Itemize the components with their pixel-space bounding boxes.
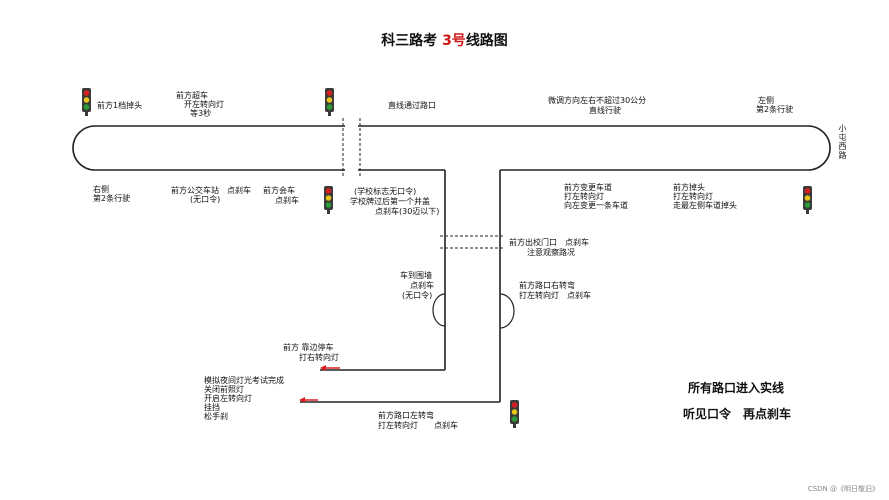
- label-change-lane-signal: 打左转向灯: [564, 192, 604, 201]
- label-uturn-signal: 打左转向灯: [673, 192, 713, 201]
- label-school-sign: (学校标志无口令): [354, 187, 417, 196]
- notice-brake-on-command: 听见口令 再点刹车: [683, 407, 792, 421]
- label-observe-traffic: 注意观察路况: [527, 248, 575, 257]
- label-lane-2-right: 第2条行驶: [93, 194, 131, 203]
- traffic-light-icon: [324, 186, 333, 214]
- label-night-light-done: 模拟夜间灯光考试完成: [204, 376, 284, 385]
- wall-semicircle-right: [499, 293, 515, 329]
- label-road-name: 小屯西路: [838, 124, 847, 160]
- label-left-signal-on: 开启左转向灯: [204, 394, 252, 403]
- traffic-light-icon: [803, 186, 812, 214]
- label-pull-over-signal: 打右转向灯: [299, 353, 339, 362]
- main-loop-road-east: [358, 125, 831, 171]
- label-overtake-wait: 等3秒: [190, 109, 212, 118]
- label-left-turn-signal: 打左转向灯 点刹车: [378, 421, 458, 430]
- label-uturn-gear1: 前方1档掉头: [97, 101, 143, 110]
- label-meeting-car: 前方会车: [263, 186, 295, 195]
- label-pull-over: 前方 靠边停车: [283, 343, 334, 352]
- notice-solid-line: 所有路口进入实线: [688, 381, 785, 395]
- traffic-light-icon: [510, 400, 519, 428]
- label-exit-school: 前方出校门口 点刹车: [509, 238, 589, 247]
- traffic-light-icon: [82, 88, 91, 116]
- label-left-side: 左侧: [758, 96, 774, 105]
- label-headlight-off: 关闭前照灯: [204, 385, 244, 394]
- title-suffix: 线路图: [465, 33, 508, 49]
- label-school-brake: 点刹车(30迈以下): [375, 207, 440, 216]
- label-left-turn: 前方路口左转弯: [378, 411, 434, 420]
- label-uturn: 前方掉头: [673, 183, 705, 192]
- label-overtake: 前方超车: [176, 91, 208, 100]
- label-bus-stop-note: (无口令): [190, 195, 221, 204]
- label-wall-note: (无口令): [402, 291, 433, 300]
- label-bus-stop: 前方公交车站 点刹车: [171, 186, 251, 195]
- label-lane-2-left: 第2条行驶: [756, 105, 794, 114]
- label-meeting-brake: 点刹车: [275, 196, 299, 205]
- watermark-credit: CSDN @《明日敬旧》: [807, 485, 879, 493]
- page-title: 科三路考 3号线路图: [0, 30, 889, 50]
- label-shift-gear: 挂挡: [204, 403, 220, 412]
- label-manhole: 学校牌过后第一个井盖: [350, 197, 430, 206]
- label-wall-brake: 点刹车: [410, 281, 434, 290]
- main-loop-road: [72, 125, 345, 171]
- label-change-lane-action: 向左变更一条车道: [564, 201, 628, 210]
- title-number: 3号: [442, 33, 466, 49]
- label-overtake-signal: 开左转向灯: [184, 100, 224, 109]
- traffic-light-icon: [325, 88, 334, 116]
- label-right-side: 右侧: [93, 185, 109, 194]
- label-change-lane: 前方变更车道: [564, 183, 612, 192]
- label-uturn-lane: 走最左侧车道掉头: [673, 201, 737, 210]
- title-prefix: 科三路考: [381, 33, 438, 49]
- label-release-handbrake: 松手刹: [204, 412, 228, 421]
- label-right-turn: 前方路口右转弯: [519, 281, 575, 290]
- wall-semicircle-left: [432, 293, 446, 327]
- label-go-straight: 直线行驶: [589, 106, 621, 115]
- label-straight-intersection: 直线通过路口: [388, 101, 436, 110]
- label-right-turn-signal: 打左转向灯 点刹车: [519, 291, 591, 300]
- label-wall: 车到围墙: [400, 271, 432, 280]
- label-steering-adjust: 微调方向左右不超过30公分: [548, 96, 647, 105]
